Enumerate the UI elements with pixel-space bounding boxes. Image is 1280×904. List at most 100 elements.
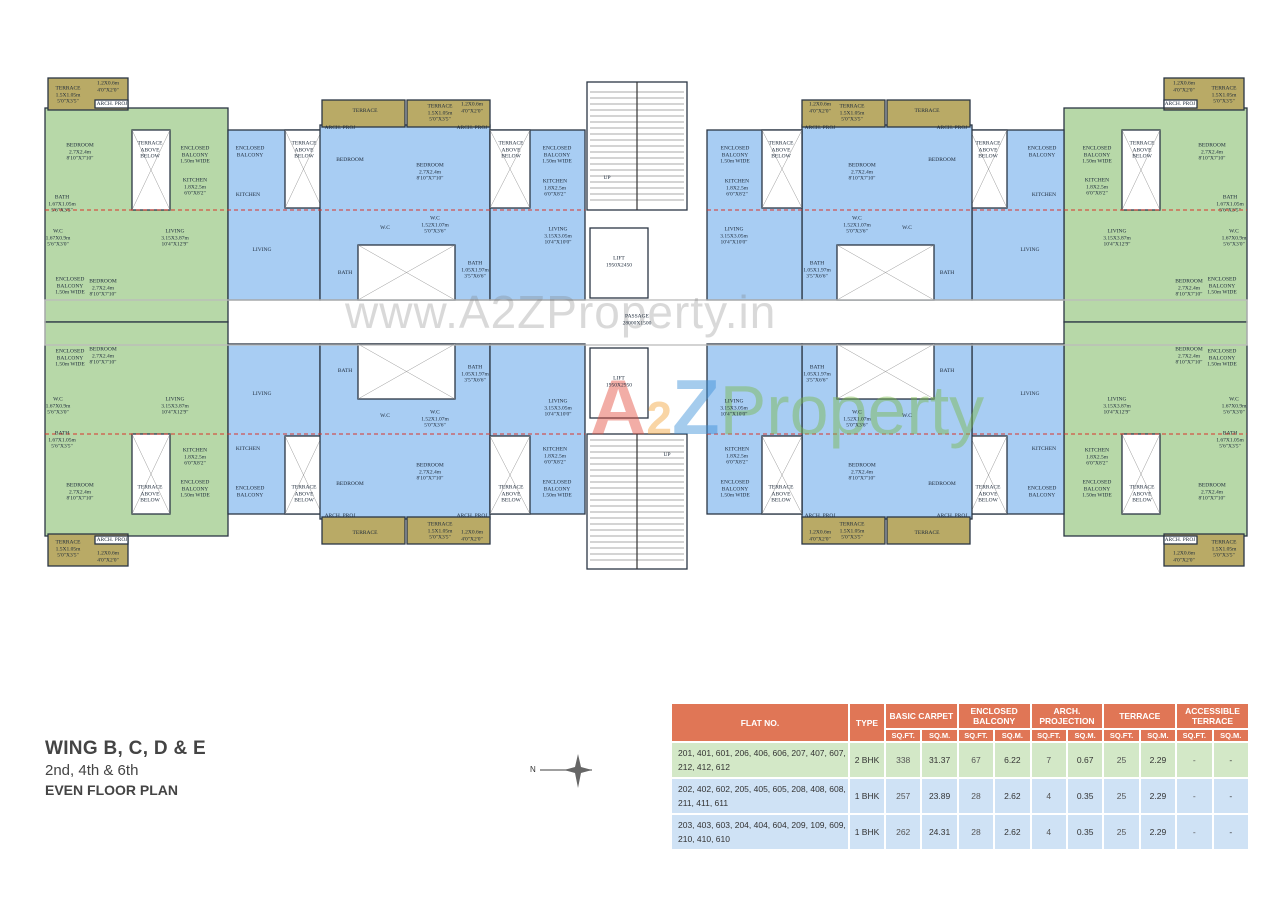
room-label-bedroom-big: BEDROOM 2.7X2.4m 8'10"X7'10": [848, 462, 876, 482]
room-label-living-b: LIVING 3.15X3.05m 10'4"X10'0": [720, 398, 748, 418]
room-label-enc-bal-wide: ENCLOSED BALCONY 1.50m WIDE: [180, 479, 210, 499]
room-label-arch-proj: ARCH. PROJ: [804, 124, 836, 131]
terrace: [886, 516, 971, 545]
core-label-lift-top: LIFT 1950X2450: [606, 255, 632, 269]
logo: A2ZProperty: [590, 363, 985, 451]
cross-mark: [836, 343, 935, 400]
header-group: BASIC CARPET: [886, 704, 957, 728]
subheader-sqm: SQ.M.: [1067, 730, 1103, 741]
value-cell: 338: [886, 743, 921, 777]
room-label-kitchen: KITCHEN: [235, 191, 261, 198]
value-cell: 28: [958, 779, 994, 813]
room-label-enc-bal: ENCLOSED BALCONY: [235, 145, 265, 159]
value-cell: 28: [958, 815, 994, 849]
cross-mark: [357, 244, 456, 301]
room-label-bath-g: BATH 1.67X1.05m 5'6"X3'5": [1216, 194, 1244, 214]
room-label-arch-proj: ARCH. PROJ: [96, 536, 128, 543]
value-cell: 31.37: [922, 743, 957, 777]
table-row: 203, 403, 603, 204, 404, 604, 209, 109, …: [672, 815, 1248, 849]
room-label-terrace-proj: 1.2X0.6m 4'0"X2'0": [97, 80, 119, 94]
room-label-wc-d: W.C 1.52X1.07m 5'0"X3'6": [421, 409, 449, 429]
lift-top: [589, 227, 649, 299]
cross-mark: [761, 129, 803, 209]
wing-title: WING B, C, D & E: [45, 738, 207, 759]
room-label-arch-proj: ARCH. PROJ: [804, 512, 836, 519]
value-cell: -: [1177, 779, 1212, 813]
arch-projection: [1163, 99, 1198, 109]
room-label-terrace-proj: 1.2X0.6m 4'0"X2'0": [809, 101, 831, 115]
room-label-kitchen: KITCHEN: [1031, 191, 1057, 198]
room-label-bedroom-big: BEDROOM 2.7X2.4m 8'10"X7'10": [1175, 278, 1203, 298]
room-label-bath-d: BATH 1.05X1.97m 3'5"X6'6": [461, 364, 489, 384]
room-label-terrace-small: TERRACE 1.5X1.05m 5'0"X3'5": [427, 103, 453, 123]
room-label-bedroom: BEDROOM: [928, 480, 956, 487]
type-cell: 1 BHK: [850, 815, 884, 849]
room-label-enc-bal: ENCLOSED BALCONY: [1027, 485, 1057, 499]
value-cell: -: [1177, 815, 1212, 849]
header-type: TYPE: [850, 704, 884, 741]
core-label-lift-bottom: LIFT 1950X2950: [606, 375, 632, 389]
room-label-arch-proj: ARCH. PROJ: [936, 124, 968, 131]
value-cell: 7: [1031, 743, 1066, 777]
room-label-terrace-small: TERRACE 1.5X1.05m 5'0"X3'5": [1211, 85, 1237, 105]
room-label-terrace-proj: 1.2X0.6m 4'0"X2'0": [97, 550, 119, 564]
floor-plan-drawing: [44, 77, 1248, 570]
cross-mark: [489, 435, 531, 515]
value-cell: 25: [1104, 743, 1139, 777]
room-label-enc-bal-wide: ENCLOSED BALCONY 1.50m WIDE: [1207, 348, 1237, 368]
value-cell: 24.31: [922, 815, 957, 849]
room-label-living-g: LIVING 3.15X3.87m 10'4"X12'9": [161, 396, 189, 416]
terrace: [801, 99, 886, 128]
room-label-wc-d: W.C 1.52X1.07m 5'0"X3'6": [843, 409, 871, 429]
room-label-bedroom-big: BEDROOM 2.7X2.4m 8'10"X7'10": [1198, 482, 1226, 502]
room-label-enc-bal-wide: ENCLOSED BALCONY 1.50m WIDE: [720, 145, 750, 165]
floor-plan: www.A2ZProperty.in A2ZProperty TERRACE 1…: [44, 77, 1248, 570]
table-row: 201, 401, 601, 206, 406, 606, 207, 407, …: [672, 743, 1248, 777]
room-label-wc-d: W.C 1.52X1.07m 5'0"X3'6": [421, 215, 449, 235]
room-label-tab: TERRACE ABOVE BELOW: [137, 140, 163, 160]
room-label-living-b: LIVING 3.15X3.05m 10'4"X10'0": [544, 226, 572, 246]
room-label-enc-bal-wide: ENCLOSED BALCONY 1.50m WIDE: [55, 276, 85, 296]
room-label-enc-bal: ENCLOSED BALCONY: [1027, 145, 1057, 159]
room-label-terrace-proj: 1.2X0.6m 4'0"X2'0": [461, 101, 483, 115]
value-cell: 4: [1031, 815, 1066, 849]
room-label-bath-d: BATH 1.05X1.97m 3'5"X6'6": [803, 260, 831, 280]
value-cell: 0.35: [1067, 815, 1103, 849]
room-label-wc-g: W.C 1.67X0.9m 5'6"X3'0": [1221, 396, 1247, 416]
value-cell: 257: [886, 779, 921, 813]
room-label-kitchen-d: KITCHEN 1.8X2.5m 6'0"X8'2": [724, 178, 750, 198]
room-label-wc-g: W.C 1.67X0.9m 5'6"X3'0": [1221, 228, 1247, 248]
room-label-enc-bal-wide: ENCLOSED BALCONY 1.50m WIDE: [55, 348, 85, 368]
cross-mark: [284, 129, 323, 209]
table-row: 202, 402, 602, 205, 405, 605, 208, 408, …: [672, 779, 1248, 813]
room-label-bath: BATH: [939, 367, 955, 374]
room-label-tab: TERRACE ABOVE BELOW: [137, 484, 163, 504]
terrace: [801, 516, 886, 545]
core-label-up: UP: [603, 174, 611, 181]
room-label-arch-proj: ARCH. PROJ: [96, 100, 128, 107]
room-label-wc: W.C: [380, 224, 390, 231]
room-label-terrace: TERRACE: [914, 529, 940, 536]
room-label-terrace: TERRACE: [352, 529, 378, 536]
value-cell: 0.67: [1067, 743, 1103, 777]
value-cell: 4: [1031, 779, 1066, 813]
room-label-terrace-small: TERRACE 1.5X1.05m 5'0"X3'5": [55, 85, 81, 105]
corridor-outline: [44, 299, 1248, 346]
value-cell: 25: [1104, 779, 1139, 813]
room-label-kitchen-d: KITCHEN 1.8X2.5m 6'0"X8'2": [1084, 177, 1110, 197]
value-cell: 2.29: [1140, 779, 1176, 813]
room-label-terrace-small: TERRACE 1.5X1.05m 5'0"X3'5": [1211, 539, 1237, 559]
terrace: [321, 516, 406, 545]
room-label-kitchen-d: KITCHEN 1.8X2.5m 6'0"X8'2": [182, 177, 208, 197]
room-label-bath-g: BATH 1.67X1.05m 5'6"X3'5": [1216, 430, 1244, 450]
room-label-bedroom-big: BEDROOM 2.7X2.4m 8'10"X7'10": [848, 162, 876, 182]
room-label-bath-g: BATH 1.67X1.05m 5'6"X3'5": [48, 194, 76, 214]
room-label-terrace-proj: 1.2X0.6m 4'0"X2'0": [809, 529, 831, 543]
room-label-wc: W.C: [380, 412, 390, 419]
terrace: [406, 99, 491, 128]
room-label-tab: TERRACE ABOVE BELOW: [498, 140, 524, 160]
cross-mark: [969, 129, 1008, 209]
room-label-bedroom: BEDROOM: [928, 156, 956, 163]
cross-mark: [357, 343, 456, 400]
value-cell: -: [1213, 815, 1248, 849]
